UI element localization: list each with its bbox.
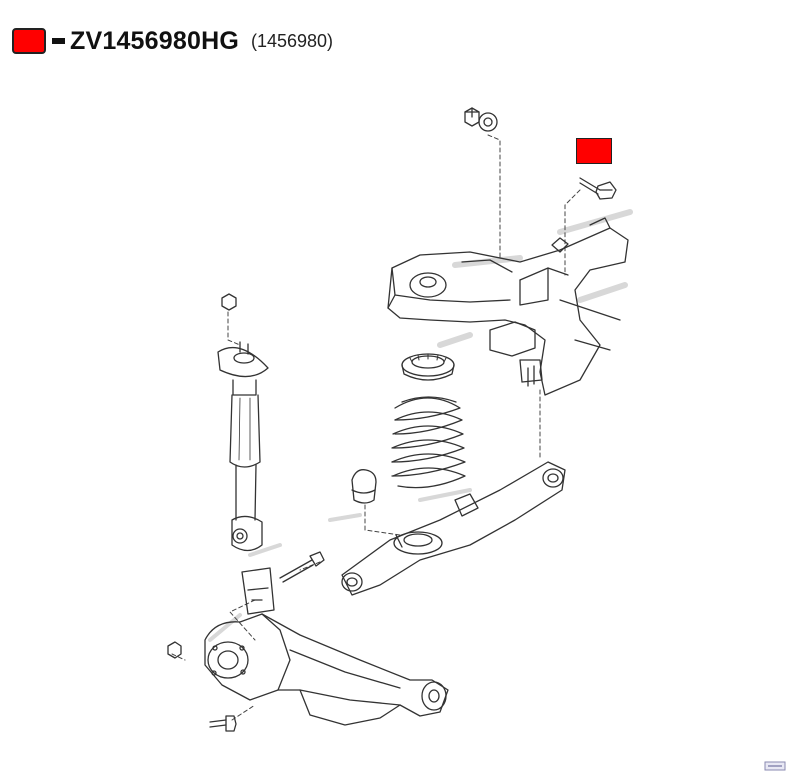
shock-absorber: [217, 293, 269, 552]
highlight-marker-icon: [576, 138, 612, 164]
red-swatch-icon: [12, 28, 46, 54]
bump-stop: [351, 469, 377, 504]
viewer-corner-icon[interactable]: [764, 760, 786, 772]
highlighted-bolt: [579, 177, 617, 200]
part-header: ZV1456980HG (1456980): [12, 26, 333, 56]
coil-spring: [391, 396, 466, 489]
assembly-dash-lines: [171, 134, 581, 721]
part-number: (1456980): [250, 30, 334, 51]
dash-separator: [52, 38, 65, 44]
lower-control-arm: [341, 461, 566, 596]
trailing-arm: [261, 613, 449, 726]
top-nut-washer: [464, 107, 498, 132]
spring-upper-seat: [401, 353, 455, 381]
knuckle: [204, 567, 291, 701]
body-subframe: [387, 217, 629, 396]
mounting-bolts: [167, 551, 325, 732]
part-code: ZV1456980HG: [70, 26, 239, 55]
